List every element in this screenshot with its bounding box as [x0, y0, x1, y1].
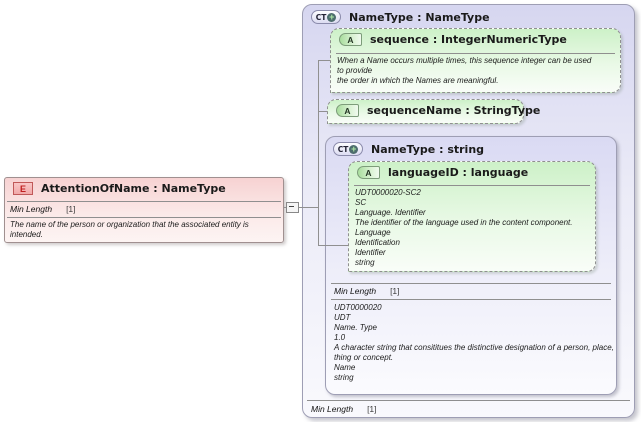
- element-title: AttentionOfName : NameType: [41, 182, 226, 195]
- divider: [7, 217, 281, 218]
- collapse-toggle[interactable]: [286, 202, 299, 213]
- complextype-icon: CT +: [333, 142, 363, 156]
- attribute-title: languageID : language: [388, 166, 529, 179]
- connector-line: [284, 207, 318, 208]
- documentation-text: UDT0000020 UDT Name. Type 1.0 A characte…: [334, 303, 614, 382]
- attribute-title: sequence : IntegerNumericType: [370, 33, 567, 46]
- plus-icon: +: [327, 11, 337, 22]
- complextype-icon-label: CT: [337, 144, 349, 154]
- divider: [336, 53, 615, 54]
- complextype-title: NameType : NameType: [349, 10, 490, 24]
- facet-min-length: Min Length [1]: [334, 286, 400, 296]
- facet-value: [1]: [367, 404, 377, 414]
- connector-line: [318, 60, 330, 61]
- facet-min-length: Min Length [1]: [10, 204, 76, 214]
- complextype-icon: CT +: [311, 10, 341, 24]
- connector-line: [318, 245, 348, 246]
- facet-value: [1]: [66, 204, 76, 214]
- facet-label: Min Length: [10, 204, 53, 214]
- connector-line: [318, 111, 327, 112]
- attribute-box-sequence[interactable]: A sequence : IntegerNumericType When a N…: [330, 28, 621, 93]
- element-box-attentionofname[interactable]: E AttentionOfName : NameType Min Length …: [4, 177, 284, 243]
- attribute-icon: A: [336, 104, 359, 117]
- facet-label: Min Length: [334, 286, 377, 296]
- attribute-icon: A: [357, 166, 380, 179]
- attribute-icon: A: [339, 33, 362, 46]
- attribute-box-languageid[interactable]: A languageID : language UDT0000020-SC2 S…: [348, 161, 596, 272]
- documentation-text: UDT0000020-SC2 SC Language. Identifier T…: [355, 188, 573, 267]
- divider: [354, 185, 590, 186]
- divider: [331, 299, 611, 300]
- facet-label: Min Length: [311, 404, 354, 414]
- facet-min-length: Min Length [1]: [311, 404, 377, 414]
- documentation-text: The name of the person or organization t…: [10, 220, 249, 239]
- facet-value: [1]: [390, 286, 400, 296]
- divider: [7, 201, 281, 202]
- divider: [331, 283, 611, 284]
- complextype-icon-label: CT: [315, 12, 327, 22]
- attribute-title: sequenceName : StringType: [367, 104, 541, 117]
- complextype-title: NameType : string: [371, 142, 485, 156]
- attribute-box-sequencename[interactable]: A sequenceName : StringType: [327, 99, 540, 124]
- connector-line: [318, 60, 319, 246]
- documentation-text: When a Name occurs multiple times, this …: [337, 56, 592, 85]
- divider: [307, 400, 630, 401]
- element-icon: E: [13, 182, 33, 195]
- plus-icon: +: [349, 143, 359, 154]
